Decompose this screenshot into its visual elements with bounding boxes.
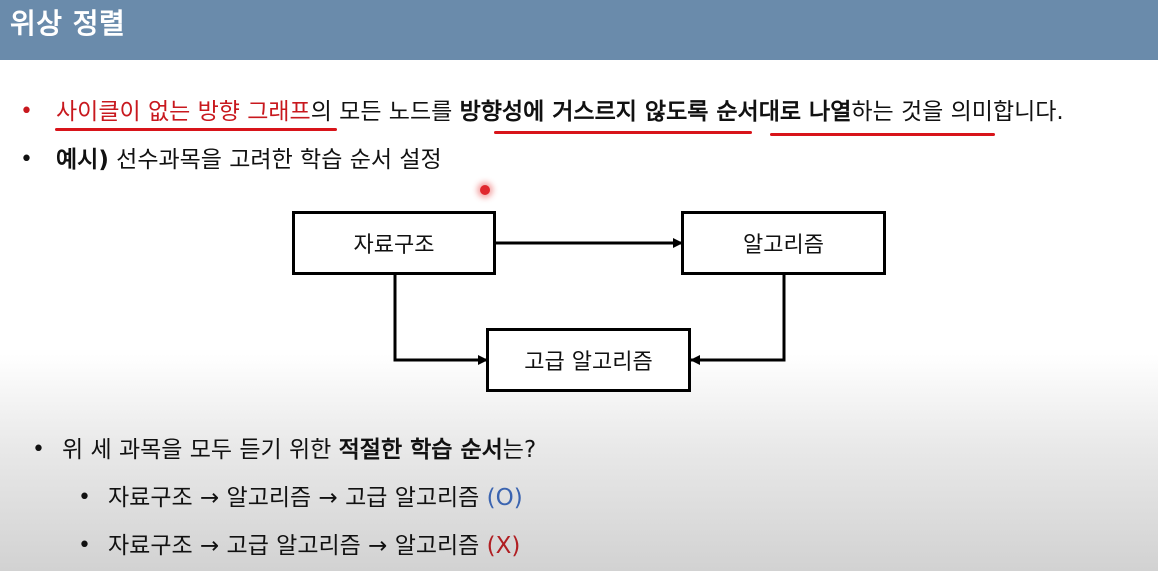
bullet-example: 예시) 선수과목을 고려한 학습 순서 설정	[56, 145, 442, 175]
slide-title: 위상 정렬	[10, 7, 126, 40]
title-bar: 위상 정렬	[0, 0, 1158, 60]
node-label: 고급 알고리즘	[524, 350, 653, 375]
example-text: 선수과목을 고려한 학습 순서 설정	[108, 147, 442, 173]
answer-mark-correct: (O)	[486, 485, 523, 511]
bullet-dot: •	[32, 437, 45, 462]
node-label: 알고리즘	[743, 233, 824, 258]
edge-algo-to-adv	[690, 274, 786, 365]
bullet-dot: •	[20, 99, 33, 124]
node-algorithm: 알고리즘	[681, 211, 886, 275]
question-bold: 적절한 학습 순서	[338, 437, 503, 463]
question-text: 위 세 과목을 모두 듣기 위한	[62, 437, 339, 463]
laser-pointer-dot	[480, 185, 490, 195]
definition-text-end: 하는 것을 의미합니다.	[851, 99, 1064, 125]
answer-correct: 자료구조 → 알고리즘 → 고급 알고리즘 (O)	[108, 483, 523, 513]
definition-bold: 방향성에 거스르지 않도록 순서대로 나열	[459, 99, 852, 125]
bullet-dot: •	[78, 485, 91, 510]
example-label: 예시)	[56, 147, 109, 173]
answer-text: 자료구조 → 알고리즘 → 고급 알고리즘	[108, 485, 487, 511]
bullet-dot: •	[20, 147, 33, 172]
definition-highlight: 사이클이 없는 방향 그래프	[56, 99, 311, 125]
definition-text: 의 모든 노드를	[310, 99, 460, 125]
edge-ds-to-adv	[393, 274, 488, 365]
node-label: 자료구조	[353, 233, 435, 258]
question-line: 위 세 과목을 모두 듣기 위한 적절한 학습 순서는?	[62, 435, 536, 465]
red-underline-1	[55, 128, 337, 131]
red-underline-2	[494, 131, 752, 134]
answer-mark-incorrect: (X)	[486, 533, 521, 559]
bullet-definition: 사이클이 없는 방향 그래프의 모든 노드를 방향성에 거스르지 않도록 순서대…	[56, 97, 1064, 127]
answer-text: 자료구조 → 고급 알고리즘 → 알고리즘	[108, 533, 487, 559]
question-end: 는?	[502, 437, 537, 463]
node-data-structure: 자료구조	[292, 211, 496, 275]
node-advanced-algorithm: 고급 알고리즘	[486, 328, 691, 392]
answer-incorrect: 자료구조 → 고급 알고리즘 → 알고리즘 (X)	[108, 531, 520, 561]
red-underline-3	[770, 133, 995, 136]
bullet-dot: •	[78, 533, 91, 558]
